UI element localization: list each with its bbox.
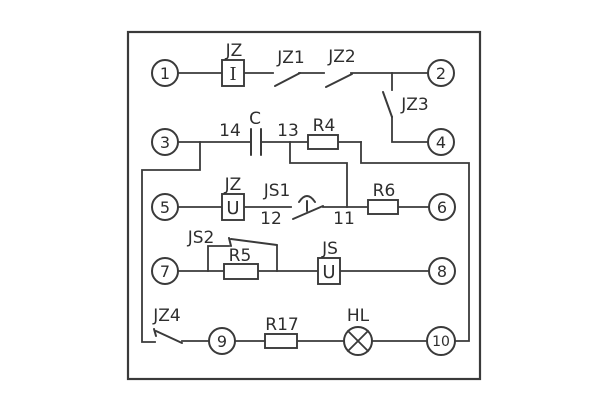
terminal-circle xyxy=(151,193,179,221)
wire-jz3-branch xyxy=(391,72,429,143)
terminal-number: 5 xyxy=(160,198,170,217)
capacitor-label: C xyxy=(249,109,261,129)
terminal-number: 8 xyxy=(437,262,447,281)
wire-left-rail xyxy=(141,141,201,343)
terminal-number: 4 xyxy=(436,133,446,152)
coil-label: JZ xyxy=(225,41,243,61)
terminal-7: 7 xyxy=(151,257,179,285)
relay-coil-jz-voltage: JZ U xyxy=(221,175,245,221)
relay-coil-js-voltage: JS U xyxy=(317,239,341,285)
schematic-border xyxy=(126,30,482,381)
coil-label: JZ xyxy=(224,175,242,195)
terminal-number: 3 xyxy=(160,133,170,152)
coil-symbol: I xyxy=(229,64,236,85)
contact-js1-blade xyxy=(292,205,324,220)
lamp-label: HL xyxy=(347,306,370,326)
resistor-r6: R6 xyxy=(367,181,399,215)
terminal-circle xyxy=(151,257,179,285)
contact-js1: JS1 12 11 xyxy=(260,181,355,229)
contact-jz4-blade xyxy=(153,328,183,344)
contact-js1-label: JS1 xyxy=(263,181,291,201)
resistor-label: R5 xyxy=(229,246,252,266)
capacitor-plates xyxy=(250,128,262,156)
node-14-label: 14 xyxy=(219,121,241,141)
resistor-r4: R4 xyxy=(307,116,339,150)
coil-symbol: U xyxy=(226,198,239,219)
coil-box xyxy=(221,59,245,87)
terminal-2: 2 xyxy=(427,59,455,87)
node-11-label: 11 xyxy=(333,209,355,229)
contact-js2-blade xyxy=(228,237,278,247)
terminal-1: 1 xyxy=(151,59,179,87)
terminal-4: 4 xyxy=(427,128,455,156)
contact-jz1-label: JZ1 xyxy=(276,48,304,68)
terminal-number: 9 xyxy=(217,332,227,351)
relay-coil-jz-current: JZ I xyxy=(221,41,245,87)
contact-jz2-blade xyxy=(325,73,353,88)
resistor-label: R6 xyxy=(373,181,396,201)
node-12-label: 12 xyxy=(260,209,282,229)
wire-r4-to-right-rail xyxy=(360,141,470,342)
terminal-circle xyxy=(151,59,179,87)
terminal-5: 5 xyxy=(151,193,179,221)
terminal-number: 10 xyxy=(432,334,450,350)
contact-jz3-label: JZ3 xyxy=(400,95,428,115)
lamp-cross-icon xyxy=(346,329,370,353)
terminal-8: 8 xyxy=(428,257,456,285)
node-13-label: 13 xyxy=(277,121,299,141)
contact-jz4-label: JZ4 xyxy=(152,306,180,326)
terminal-circle xyxy=(426,326,456,356)
contact-js2: JS2 xyxy=(187,228,278,272)
coil-box xyxy=(317,257,341,285)
contact-jz1-blade xyxy=(274,72,301,87)
terminal-6: 6 xyxy=(428,193,456,221)
resistor-body xyxy=(223,263,259,280)
terminal-10: 10 xyxy=(426,326,456,356)
terminal-circle xyxy=(427,128,455,156)
contact-jz3-blade xyxy=(382,91,393,118)
terminal-9: 9 xyxy=(208,327,236,355)
terminal-circle xyxy=(428,193,456,221)
coil-box xyxy=(221,193,245,221)
terminal-number: 7 xyxy=(160,262,170,281)
contact-js2-posts xyxy=(207,245,278,272)
contact-js1-delay-icon xyxy=(298,195,316,212)
coil-symbol: U xyxy=(322,262,335,283)
terminal-number: 6 xyxy=(437,198,447,217)
resistor-r5: R5 xyxy=(223,246,259,280)
contact-jz2: JZ2 xyxy=(325,47,356,88)
resistor-body xyxy=(307,134,339,150)
lamp-hl: HL xyxy=(343,306,373,356)
terminal-circle xyxy=(208,327,236,355)
terminal-number: 1 xyxy=(160,64,170,83)
resistor-r17: R17 xyxy=(264,315,299,349)
terminal-circle xyxy=(151,128,179,156)
contact-jz1: JZ1 xyxy=(274,48,305,87)
terminal-3: 3 xyxy=(151,128,179,156)
wire-node13-to-node11 xyxy=(289,141,348,208)
resistor-body xyxy=(367,199,399,215)
contact-jz2-label: JZ2 xyxy=(327,47,355,67)
terminal-circle xyxy=(428,257,456,285)
terminal-number: 2 xyxy=(436,64,446,83)
capacitor-c: C 14 13 xyxy=(219,109,299,156)
resistor-body xyxy=(264,333,298,349)
contact-jz4: JZ4 xyxy=(152,306,183,344)
resistor-label: R4 xyxy=(313,116,336,136)
coil-label: JS xyxy=(321,239,338,259)
contact-js2-label: JS2 xyxy=(187,228,215,248)
contact-jz3: JZ3 xyxy=(382,91,429,118)
terminal-circle xyxy=(427,59,455,87)
resistor-label: R17 xyxy=(265,315,298,335)
